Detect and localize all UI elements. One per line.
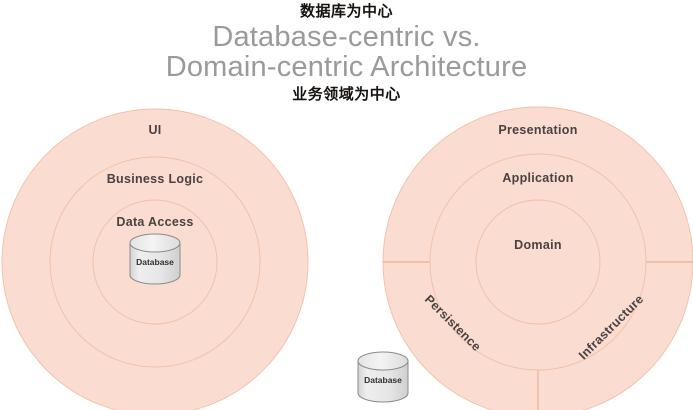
left-ring-label-data-access: Data Access (116, 215, 193, 229)
cylinder-top-ellipse (357, 351, 409, 371)
right-ring-label-domain: Domain (514, 238, 562, 252)
cylinder-top-ellipse (129, 233, 181, 253)
right-ring-inner-domain[interactable] (475, 199, 601, 325)
right-architecture-circle: Presentation Application Domain Persiste… (382, 106, 693, 410)
right-ring-label-application: Application (502, 171, 573, 185)
left-architecture-circle: UI Business Logic Data Access Database (1, 108, 309, 410)
left-ring-label-business-logic: Business Logic (107, 172, 204, 186)
left-database-label: Database (136, 257, 174, 267)
detached-database-label: Database (364, 375, 402, 385)
cylinder-body (357, 360, 409, 403)
left-database-cylinder[interactable]: Database (129, 233, 181, 285)
right-ring-label-presentation: Presentation (498, 123, 577, 137)
detached-database-cylinder[interactable]: Database (357, 351, 409, 403)
cylinder-body (129, 242, 181, 285)
left-ring-label-ui: UI (148, 123, 161, 137)
